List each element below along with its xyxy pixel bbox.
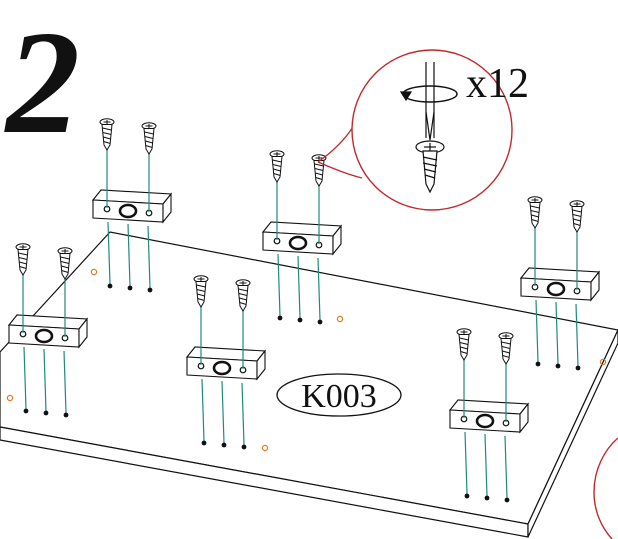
block-front <box>8 324 80 348</box>
mount-hole <box>484 495 490 501</box>
guide-line <box>147 225 151 289</box>
guide-line <box>297 255 301 319</box>
screwdriver-turn-screw-icon <box>399 62 458 194</box>
spacer-block <box>91 118 173 293</box>
mount-hole <box>504 497 510 503</box>
block-center-hole <box>34 328 54 344</box>
next-callout-circle-partial <box>593 437 618 539</box>
mount-hole <box>201 440 207 446</box>
screw <box>456 328 472 361</box>
guide-line <box>201 378 205 442</box>
screw <box>15 243 31 276</box>
block-side <box>256 349 266 381</box>
block-center-hole <box>212 360 232 376</box>
block-side <box>332 224 342 256</box>
pilot-hole <box>599 358 607 366</box>
guide-line <box>484 433 488 497</box>
block-front <box>186 356 258 380</box>
mount-hole <box>555 363 561 369</box>
guide-line <box>535 299 539 363</box>
block-side <box>519 402 529 434</box>
block-center-hole <box>546 281 566 297</box>
block-side <box>78 317 88 349</box>
mount-hole <box>127 285 133 291</box>
part-code: K003 <box>301 378 377 415</box>
mount-hole <box>241 444 247 450</box>
mount-hole <box>107 283 113 289</box>
block-side <box>162 192 172 224</box>
guide-line <box>555 301 559 365</box>
guide-line <box>317 257 321 321</box>
guide-line <box>127 223 131 287</box>
screw <box>141 122 157 155</box>
pilot-hole <box>261 444 269 452</box>
blocks-layer <box>7 118 601 503</box>
mount-hole <box>297 317 303 323</box>
screw <box>527 196 543 229</box>
guide-line <box>277 253 281 317</box>
guide-line <box>107 221 111 285</box>
screw <box>569 200 585 233</box>
guide-line <box>464 431 468 495</box>
screw <box>235 279 251 312</box>
mount-hole <box>464 493 470 499</box>
screw <box>269 150 285 183</box>
spacer-block <box>7 243 89 418</box>
callout-quantity: x12 <box>466 61 529 107</box>
guide-line <box>575 303 579 367</box>
pilot-hole <box>90 268 98 276</box>
spacer-block <box>185 275 267 450</box>
block-side <box>590 270 600 302</box>
callout: x12 <box>317 49 529 211</box>
screw <box>311 154 327 187</box>
guide-line <box>241 382 245 446</box>
block-front <box>262 231 334 255</box>
block-center-hole <box>288 235 308 251</box>
mount-hole <box>221 442 227 448</box>
pilot-holes <box>6 268 607 452</box>
spacer-block <box>519 196 601 371</box>
mount-hole <box>277 315 283 321</box>
block-center-hole <box>475 413 495 429</box>
mount-hole <box>317 319 323 325</box>
block-center-hole <box>118 203 138 219</box>
guide-line <box>23 346 27 410</box>
pilot-hole <box>336 315 344 323</box>
part-label: K003 <box>276 373 402 417</box>
pilot-hole <box>6 394 14 402</box>
mount-hole <box>43 410 49 416</box>
mount-hole <box>23 408 29 414</box>
mount-hole <box>63 412 69 418</box>
guide-line <box>43 348 47 412</box>
mount-hole <box>147 287 153 293</box>
panel-right-edge <box>527 329 618 538</box>
guide-line <box>221 380 225 444</box>
block-front <box>520 277 592 301</box>
screw <box>193 275 209 308</box>
mount-hole <box>535 361 541 367</box>
step-number: 2 <box>4 1 80 165</box>
block-front <box>92 199 164 223</box>
spacer-block <box>261 150 343 325</box>
spacer-block <box>448 328 530 503</box>
screw <box>57 247 73 280</box>
block-front <box>449 409 521 433</box>
screw <box>99 118 115 151</box>
screw <box>498 332 514 365</box>
guide-line <box>504 435 508 499</box>
part-label-oval <box>276 373 402 417</box>
guide-line <box>63 350 67 414</box>
mount-hole <box>575 365 581 371</box>
